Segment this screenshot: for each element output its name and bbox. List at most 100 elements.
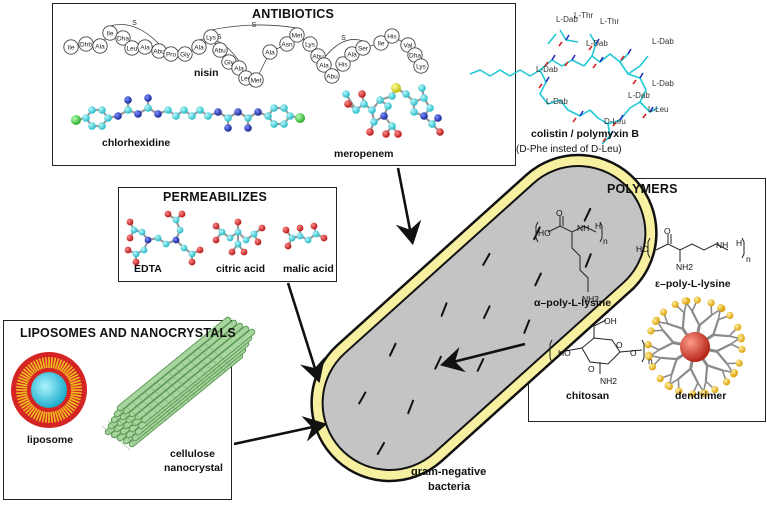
atom [178, 210, 186, 218]
atom [410, 108, 418, 116]
dendrimer-label: dendrimer [675, 390, 727, 402]
atom [224, 124, 232, 132]
atom [376, 96, 384, 104]
formula-atom-label: H [736, 238, 743, 248]
atom [370, 118, 378, 126]
atom [126, 218, 134, 226]
svg-text:Lys: Lys [206, 34, 217, 41]
svg-text:Ile: Ile [378, 40, 385, 47]
svg-text:Lys: Lys [416, 63, 427, 70]
colistin-label: colistin / polymyxin B [531, 128, 639, 140]
atom [402, 90, 410, 98]
meropenem-molecule [342, 83, 444, 138]
atom [124, 246, 132, 254]
dendrimer-illustration [644, 296, 746, 398]
cellulose-nanocrystal-illustration [101, 316, 256, 451]
svg-text:Abu: Abu [214, 47, 226, 54]
atom [342, 90, 350, 98]
svg-text:Ala: Ala [347, 51, 357, 58]
arrow-polymers [439, 342, 526, 373]
formula-atom-label: HO [538, 228, 551, 238]
alpha-poly-l-lysine-label: α–poly-L-lysine [534, 297, 612, 309]
atom [426, 104, 434, 112]
atom [352, 106, 360, 114]
svg-text:Ala: Ala [265, 49, 275, 56]
svg-text:Met: Met [251, 77, 262, 84]
liposome-illustration [11, 352, 87, 428]
svg-text:Asn: Asn [281, 41, 293, 48]
malic-acid-label: malic acid [283, 263, 334, 275]
atom [250, 230, 258, 238]
atom [242, 236, 250, 244]
formula-atom-label: n [603, 236, 608, 246]
atom [388, 92, 396, 100]
svg-text:S: S [217, 34, 222, 41]
atom [270, 120, 278, 128]
atom [212, 222, 220, 230]
atom [188, 112, 196, 120]
atom [196, 246, 204, 254]
atom [130, 226, 138, 234]
atom [254, 108, 262, 116]
atom [264, 112, 272, 120]
atom [258, 224, 266, 232]
atom [172, 236, 180, 244]
epsilon-poly-l-lysine-label: ε–poly-L-lysine [655, 278, 731, 290]
liposome-label: liposome [27, 434, 74, 446]
atom [154, 234, 162, 242]
arrows [233, 167, 526, 446]
svg-text:Dha: Dha [409, 52, 421, 59]
atom [144, 236, 152, 244]
atom [164, 106, 172, 114]
svg-text:Gly: Gly [180, 51, 191, 58]
formula-atom-label: O [664, 226, 671, 236]
formula-atom-label: O [630, 348, 637, 358]
atom [140, 246, 148, 254]
svg-text:Met: Met [292, 32, 303, 39]
atom [214, 108, 222, 116]
atom [418, 84, 426, 92]
epsilon-poly-l-lysine-formula [647, 234, 745, 262]
atom [224, 114, 232, 122]
svg-text:S: S [341, 35, 346, 42]
svg-text:L-Thr: L-Thr [574, 11, 593, 20]
atom [180, 106, 188, 114]
alpha-poly-l-lysine-formula [535, 216, 603, 292]
atom [391, 83, 401, 93]
atom [366, 128, 374, 136]
chitosan-formula [549, 319, 645, 374]
atom [138, 228, 146, 236]
permeabilizes-title: PERMEABILIZES [163, 190, 267, 204]
atom [164, 210, 172, 218]
bacteria-label-line1: gram-negative [411, 466, 487, 478]
arrow-liposomes [233, 416, 328, 446]
atom [280, 120, 288, 128]
atom [436, 128, 444, 136]
atom [212, 236, 220, 244]
svg-text:Leu: Leu [241, 75, 252, 82]
citric-acid-label: citric acid [216, 263, 266, 275]
svg-text:L-Dab: L-Dab [628, 91, 650, 100]
formula-atom-label: NH [716, 240, 729, 250]
atom [312, 230, 320, 238]
svg-text:Ile: Ile [68, 44, 75, 51]
svg-text:Gly: Gly [224, 59, 235, 66]
atom [270, 104, 278, 112]
svg-text:Dha: Dha [117, 35, 129, 42]
atom [234, 218, 242, 226]
atom [296, 224, 304, 232]
atom [176, 226, 184, 234]
svg-text:L-Dab: L-Dab [546, 97, 568, 106]
svg-text:S: S [132, 20, 137, 27]
nanocrystal-label: nanocrystal [164, 462, 223, 474]
svg-text:Ala: Ala [194, 44, 204, 51]
svg-text:Leu: Leu [127, 45, 138, 52]
atom [344, 100, 352, 108]
atom [126, 234, 134, 242]
svg-text:L-Dab: L-Dab [652, 79, 674, 88]
arrow-permeabilizers [286, 282, 325, 383]
polymers-title: POLYMERS [607, 182, 678, 196]
atom [310, 222, 318, 230]
